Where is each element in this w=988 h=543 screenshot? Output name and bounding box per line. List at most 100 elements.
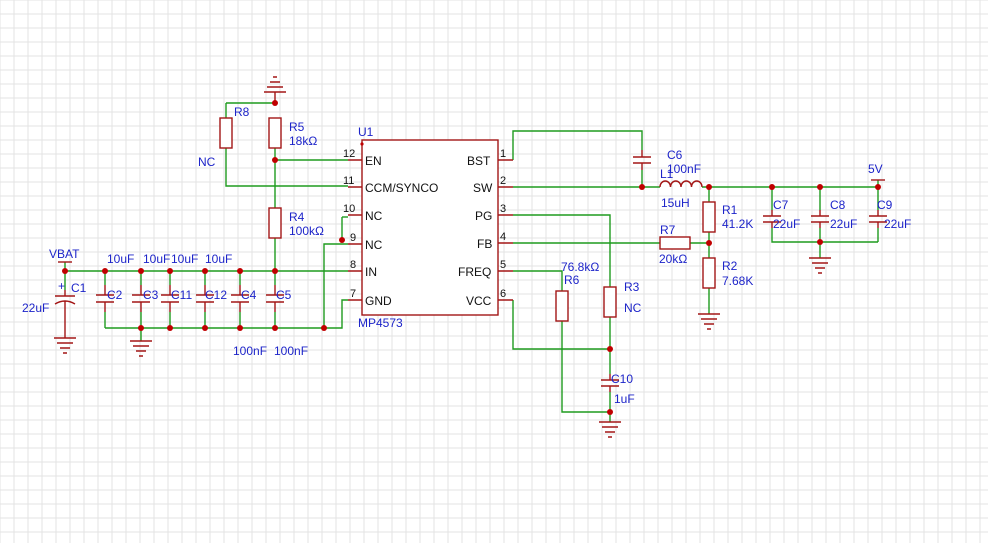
ic-u1[interactable]: U1 MP4573 EN CCM/SYNCO NC NC IN GND 12 1…: [343, 125, 513, 330]
capacitor-c11[interactable]: C11: [161, 285, 192, 312]
pin-number: 5: [500, 259, 506, 271]
ref-label: C12: [205, 288, 227, 302]
value-label: 7.68K: [722, 274, 753, 288]
ref-label: R7: [660, 223, 676, 237]
pin-name: FREQ: [458, 265, 491, 279]
cap-value-label: 10uF: [143, 252, 170, 266]
value-label: 22uF: [884, 217, 911, 231]
ground-symbol-top: [264, 76, 286, 103]
capacitor-c7[interactable]: C7 22uF: [763, 198, 800, 231]
ref-label: R3: [624, 280, 640, 294]
ref-label: C1: [71, 281, 87, 295]
cap-value-label: 10uF: [107, 252, 134, 266]
ref-label: C2: [107, 288, 123, 302]
wire: [771, 187, 878, 243]
pin-name: GND: [365, 294, 392, 308]
ground-symbol-c10: [599, 421, 621, 438]
polarity-mark: +: [58, 279, 65, 293]
pin-name: IN: [365, 265, 377, 279]
pin-number: 12: [343, 148, 355, 160]
ref-label: C5: [276, 288, 292, 302]
ground-symbol-r2: [698, 313, 720, 330]
resistor-r4[interactable]: R4 100kΩ: [268, 207, 324, 239]
value-label: 41.2K: [722, 217, 753, 231]
ref-label: C10: [611, 372, 633, 386]
ref-label: L1: [660, 167, 674, 181]
pin-name: VCC: [466, 294, 492, 308]
net-label: 5V: [868, 162, 883, 176]
pin-name: NC: [365, 238, 383, 252]
pin-name: BST: [467, 154, 491, 168]
wire: [561, 321, 610, 413]
resistor-r8[interactable]: R8 NC: [198, 105, 250, 169]
resistor-r7[interactable]: R7 20kΩ: [659, 223, 691, 266]
ic-body: [361, 139, 499, 316]
ref-label: R5: [289, 120, 305, 134]
inductor-l1[interactable]: L1 15uH: [659, 167, 703, 210]
ref-label: C11: [171, 288, 192, 302]
junctions: [62, 100, 881, 415]
net-vbat[interactable]: VBAT: [49, 247, 80, 263]
pin-number: 10: [343, 203, 355, 215]
capacitor-c9[interactable]: C9 22uF: [869, 198, 911, 231]
capacitor-c8[interactable]: C8 22uF: [811, 198, 857, 231]
net-label: VBAT: [49, 247, 80, 261]
capacitor-c6[interactable]: C6 100nF: [633, 148, 701, 176]
ground-symbol-output: [809, 257, 831, 274]
resistor-r3[interactable]: R3 NC: [603, 280, 642, 318]
cap-value-label: 10uF: [205, 252, 232, 266]
ic-part-number: MP4573: [358, 316, 403, 330]
wire: [513, 270, 563, 291]
resistor-r2[interactable]: R2 7.68K: [702, 257, 753, 289]
resistor-r1[interactable]: R1 41.2K: [702, 201, 753, 233]
cap-value-label: 10uF: [171, 252, 198, 266]
capacitor-c4[interactable]: C4: [231, 285, 257, 312]
wire: [225, 148, 348, 187]
pin-name: PG: [475, 209, 492, 223]
pin-number: 9: [350, 232, 356, 244]
cap-value-label: 100nF: [233, 344, 267, 358]
pin-number: 4: [500, 231, 506, 243]
pin-name: EN: [365, 154, 382, 168]
value-label: NC: [198, 155, 216, 169]
capacitor-c12[interactable]: C12: [196, 285, 227, 312]
capacitor-c2[interactable]: C2: [96, 285, 123, 312]
ref-label: C8: [830, 198, 846, 212]
ic-ref: U1: [358, 125, 374, 139]
resistor-r5[interactable]: R5 18kΩ: [268, 117, 317, 149]
pin-number: 3: [500, 203, 506, 215]
value-label: 22uF: [830, 217, 857, 231]
pin-name: SW: [473, 181, 493, 195]
value-label: 22uF: [773, 217, 800, 231]
pin-number: 8: [350, 259, 356, 271]
ref-label: R4: [289, 210, 305, 224]
pin-number: 1: [500, 148, 506, 160]
inductor-coil: [659, 180, 703, 188]
ref-label: C6: [667, 148, 683, 162]
ground-symbol-c1: [54, 337, 76, 354]
pin-name: NC: [365, 209, 383, 223]
ref-label: C3: [143, 288, 159, 302]
ref-label: R2: [722, 259, 738, 273]
pin-name: FB: [477, 237, 492, 251]
capacitor-c1[interactable]: + C1 22uF: [22, 279, 87, 338]
ref-label: C7: [773, 198, 789, 212]
value-label: 22uF: [22, 301, 49, 315]
ground-symbol-input: [130, 340, 152, 357]
pin-number: 2: [500, 175, 506, 187]
pin-number: 11: [343, 175, 354, 187]
capacitor-c10[interactable]: C10 1uF: [601, 372, 635, 406]
wire: [324, 299, 348, 329]
resistor-r6[interactable]: R6 76.8kΩ: [555, 260, 599, 322]
ic-left-pins: [348, 159, 362, 301]
wire: [512, 300, 610, 350]
capacitor-c3[interactable]: C3: [132, 285, 159, 312]
capacitor-c5[interactable]: C5: [266, 285, 292, 312]
net-5v[interactable]: 5V: [868, 162, 885, 181]
ref-label: C4: [241, 288, 257, 302]
pin1-marker: [360, 142, 364, 146]
value-label: 15uH: [661, 196, 690, 210]
ref-label: R6: [564, 273, 580, 287]
